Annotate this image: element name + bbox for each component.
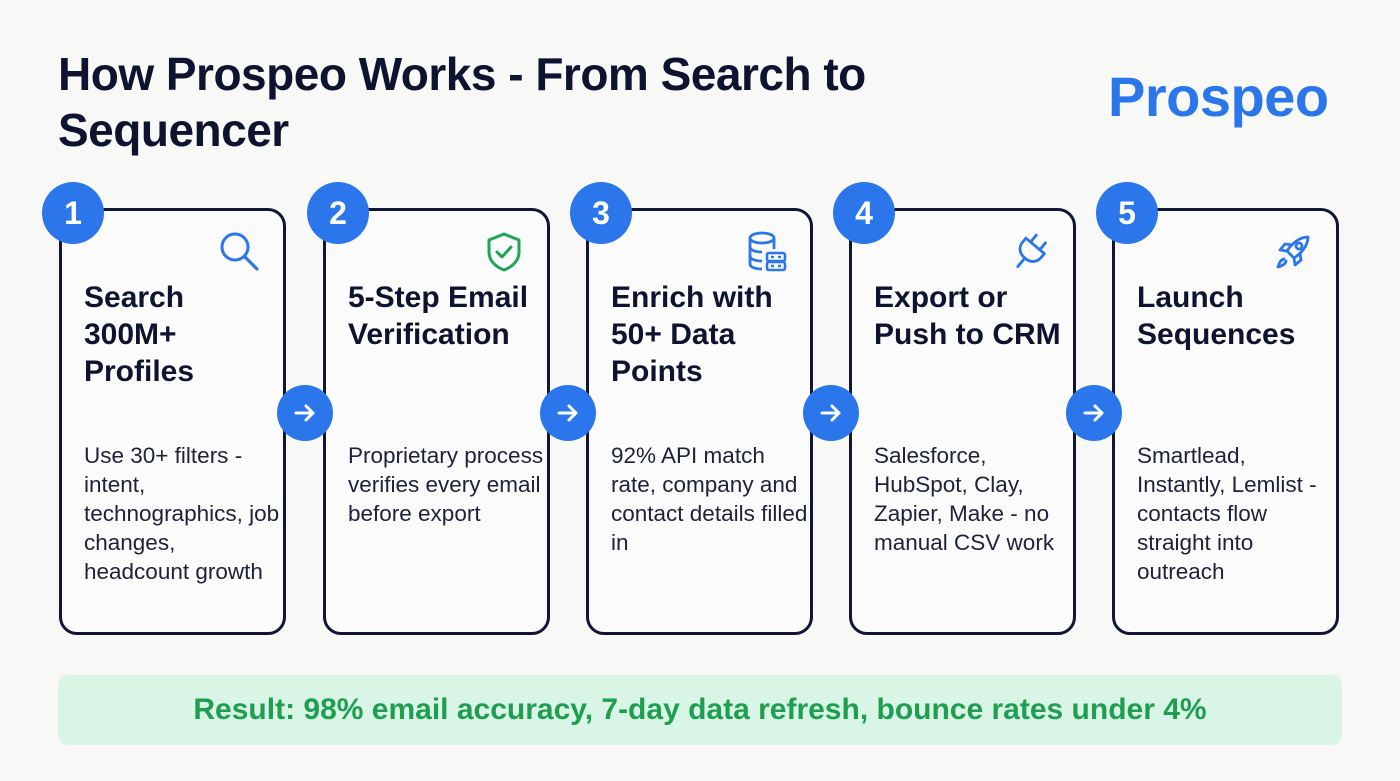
step-title: Launch Sequences bbox=[1137, 281, 1296, 351]
brand-logo: Prospeo bbox=[1108, 65, 1329, 128]
step-number-badge: 5 bbox=[1096, 182, 1158, 244]
search-icon bbox=[220, 232, 259, 271]
plug-icon bbox=[1016, 233, 1047, 268]
rocket-icon bbox=[1276, 235, 1310, 269]
step-card-1: Search 300M+ Profiles Use 30+ filters - … bbox=[59, 208, 286, 635]
arrow-right-icon bbox=[1066, 385, 1122, 441]
step-description: 92% API match rate, company and contact … bbox=[611, 443, 808, 555]
step-card-3: Enrich with 50+ Data Points 92% API matc… bbox=[586, 208, 813, 635]
step-description: Use 30+ filters - intent, technographics… bbox=[84, 443, 280, 584]
step-description: Smartlead, Instantly, Lemlist - contacts… bbox=[1137, 443, 1317, 584]
step-card-2: 5-Step Email Verification Proprietary pr… bbox=[323, 208, 550, 635]
shield-check-icon bbox=[487, 232, 521, 272]
step-description: Proprietary process verifies every email… bbox=[348, 443, 544, 526]
step-description: Salesforce, HubSpot, Clay, Zapier, Make … bbox=[874, 443, 1055, 555]
step-title: 5-Step Email Verification bbox=[348, 281, 529, 351]
step-card-5: Launch Sequences Smartlead, Instantly, L… bbox=[1112, 208, 1339, 635]
step-card-4: Export or Push to CRM Salesforce, HubSpo… bbox=[849, 208, 1076, 635]
result-banner: Result: 98% email accuracy, 7-day data r… bbox=[58, 675, 1342, 745]
arrow-right-icon bbox=[277, 385, 333, 441]
step-number-badge: 2 bbox=[307, 182, 369, 244]
step-title: Enrich with 50+ Data Points bbox=[611, 281, 773, 388]
arrow-right-icon bbox=[803, 385, 859, 441]
step-number-badge: 1 bbox=[42, 182, 104, 244]
step-number-badge: 4 bbox=[833, 182, 895, 244]
arrow-right-icon bbox=[540, 385, 596, 441]
step-number-badge: 3 bbox=[570, 182, 632, 244]
page-title: How Prospeo Works - From Search to Seque… bbox=[58, 48, 866, 156]
database-icon bbox=[748, 231, 787, 272]
step-title: Search 300M+ Profiles bbox=[84, 281, 195, 388]
step-title: Export or Push to CRM bbox=[874, 281, 1061, 351]
